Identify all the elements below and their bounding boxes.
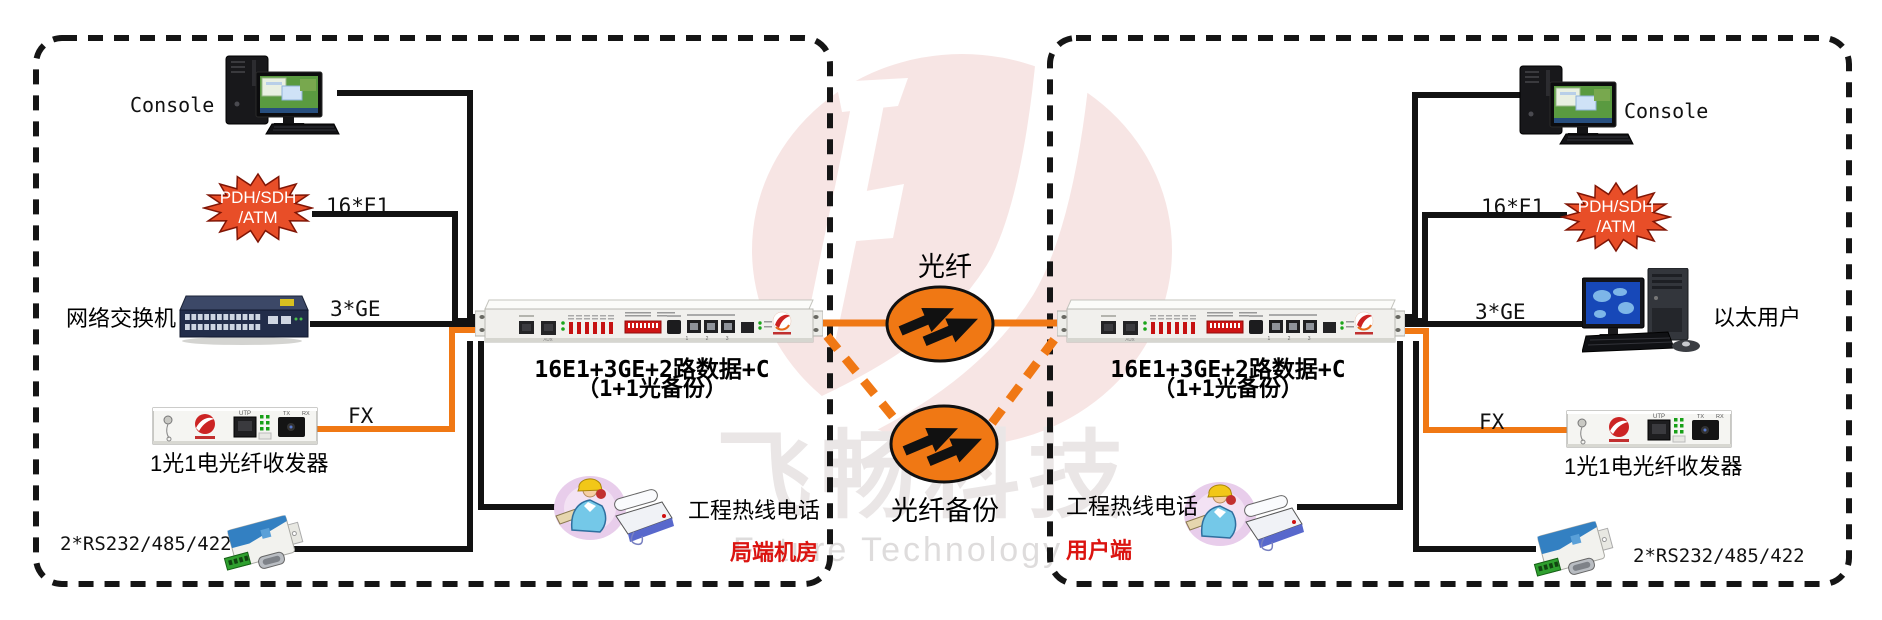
wire-console-left [337,90,477,320]
console-label-right: Console [1624,99,1709,123]
hotline-label-left: 工程热线电话 [688,498,821,523]
left-group-box [33,35,833,587]
svg-text:RX: RX [302,411,310,417]
converter-label-left: 1光1电光纤收发器 [150,451,329,476]
wire-fx-left [317,327,477,432]
hotline-phone-icon-right [1184,482,1304,552]
svg-text:1 2 3: 1 2 3 [685,336,736,342]
wire-phone-right [1297,341,1403,510]
e1-label-left: 16*E1 [326,194,390,218]
pdh-sdh-atm-burst-right [1560,181,1672,253]
rack-label-line2-left: （1+1光备份） [577,377,727,402]
svg-text:TX: TX [1697,414,1704,420]
fx-label-right: FX [1479,410,1505,434]
svg-text:1 2 3: 1 2 3 [1267,336,1318,342]
pdh-sdh-atm-burst-left [202,172,314,244]
pdh-sdh-atm-label-right: PDH/SDH/ATM [1577,197,1655,236]
rack-label-line1-left: 16E1+3GE+2路数据+C [534,357,770,383]
multiplexer-rack-right: AUX 1 2 3 [1057,299,1405,343]
site-label-right: 用户端 [1066,538,1133,563]
pdh-sdh-atm-label-left: PDH/SDH/ATM [219,188,297,227]
svg-text:AUX: AUX [1125,337,1134,342]
wire-phone-left [478,341,564,510]
serial-label-right: 2*RS232/485/422 [1633,545,1805,567]
multiplexer-rack-left: AUX 1 2 3 [475,299,823,343]
rack-label-line2-right: （1+1光备份） [1153,377,1303,402]
wire-serial-left [293,341,473,552]
right-group-box [1047,35,1852,587]
hotline-label-right: 工程热线电话 [1066,494,1199,519]
converter-label-right: 1光1电光纤收发器 [1564,454,1743,479]
media-converter-icon-left: UTP TX RX [152,407,318,445]
rack-label-line1-right: 16E1+3GE+2路数据+C [1110,357,1346,383]
wire-console-right [1403,92,1522,320]
site-label-left: 局端机房 [730,540,819,565]
fiber-backup-line-right [988,333,1061,426]
svg-text:UTP: UTP [1653,414,1665,420]
serial-device-icon-left [223,515,304,571]
fiber-backup-line-left [823,333,902,426]
fiber-backup-label: 光纤备份 [891,496,999,526]
serial-label-left: 2*RS232/485/422 [60,533,232,555]
wire-serial-right [1413,341,1536,552]
fx-label-left: FX [348,404,374,428]
svg-text:UTP: UTP [239,411,251,417]
ge-label-left: 3*GE [330,297,381,321]
serial-device-icon-right [1533,521,1614,577]
console-computer-icon-left [225,55,340,135]
ge-label-right: 3*GE [1475,300,1526,324]
network-switch-icon [179,295,309,345]
wire-fx-right [1403,328,1568,433]
svg-text:TX: TX [283,411,290,417]
svg-text:AUX: AUX [543,337,552,342]
watermark-brand-en: Future Technology [733,531,1064,569]
console-computer-icon-right [1519,65,1634,145]
eth-user-label: 以太用户 [1713,305,1802,330]
ethernet-user-computer-icon [1582,268,1700,353]
media-converter-icon-right: UTP TX RX [1566,410,1732,448]
svg-text:RX: RX [1716,414,1724,420]
fiber-backup-ellipse [889,404,999,484]
fiber-ellipse [885,285,995,363]
console-label-left: Console [130,93,215,117]
hotline-phone-icon-left [554,476,674,546]
switch-label: 网络交换机 [66,306,177,331]
e1-label-right: 16*E1 [1481,195,1545,219]
fiber-label: 光纤 [918,252,972,282]
